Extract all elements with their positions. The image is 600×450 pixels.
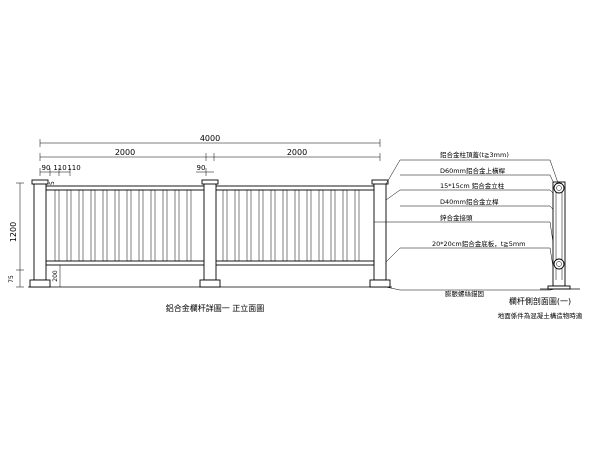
- dim-overall: 4000: [200, 134, 220, 143]
- label-post: 15*15cm 鋁合金立柱: [440, 181, 505, 190]
- dim-seg-1: 90: [42, 164, 51, 172]
- label-joint: 鋅合金接頭: [440, 213, 473, 222]
- dim-panel-left: 2000: [115, 148, 135, 157]
- section-note: 地面係件為混凝土構造物時適: [498, 311, 583, 320]
- dimension-lines: 4000 2000 2000 90 110 110 90 1200 75 15 …: [8, 134, 381, 288]
- elevation-title: 鋁合金欄杆詳圖一 正立面圖: [166, 303, 265, 313]
- dim-panel-right: 2000: [287, 148, 307, 157]
- posts: [29, 179, 391, 288]
- balusters-left: [54, 189, 192, 262]
- railing-elevation: 鋁合金欄杆詳圖一 正立面圖: [28, 179, 392, 313]
- balusters-right: [222, 189, 360, 262]
- section-title: 欄杆側剖面圖(一): [509, 296, 571, 306]
- label-top-rail: D60mm鋁合金上橫桿: [440, 166, 505, 175]
- label-baluster: D40mm鋁合金立桿: [440, 197, 499, 206]
- label-anchor: 膨脹螺絲錨固: [445, 289, 484, 298]
- dim-post-gap: 90: [197, 164, 206, 172]
- leader-labels: 鋁合金柱頂蓋(t≧3mm) D60mm鋁合金上橫桿 15*15cm 鋁合金立柱 …: [374, 150, 561, 298]
- side-section: 欄杆側剖面圖(一) 地面係件為混凝土構造物時適: [498, 181, 583, 320]
- dim-top-small: 15: [49, 181, 56, 189]
- dim-seg-3: 110: [67, 164, 80, 172]
- dim-ground: 75: [8, 275, 15, 283]
- label-post-cap: 鋁合金柱頂蓋(t≧3mm): [440, 150, 509, 159]
- dim-bottom-gap: 200: [52, 270, 59, 282]
- label-base-plate: 20*20cm鋁合金底板，t≧5mm: [432, 239, 526, 248]
- dim-height: 1200: [9, 222, 18, 242]
- dim-seg-2: 110: [53, 164, 66, 172]
